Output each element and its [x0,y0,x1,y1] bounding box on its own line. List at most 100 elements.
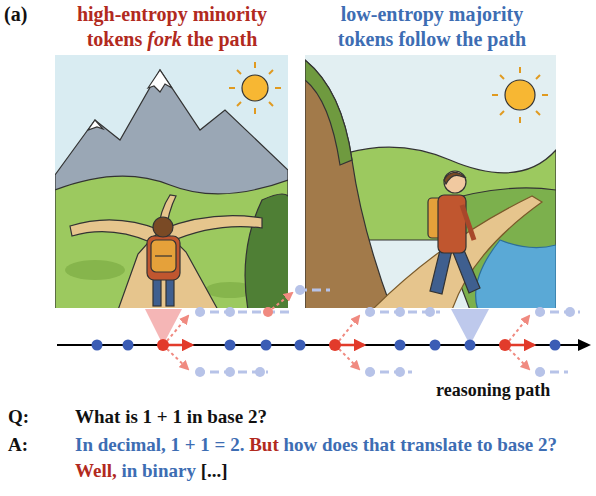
heading-line: tokensfork the path [22,27,322,51]
branch-paths [395,307,405,317]
reasoning-axis [578,339,591,351]
heading-text: high-entropy minority [77,3,267,25]
branch-paths [263,307,273,317]
fork-picture [155,255,172,256]
token-dots [329,339,341,351]
follow-picture [438,195,466,253]
token-dots [295,340,306,351]
follow-picture [500,111,504,115]
token-dots [157,339,511,351]
token-dots [465,340,476,351]
token-dots [499,339,511,351]
branch-paths [535,307,545,317]
branch-paths [225,367,235,377]
branch-paths [295,285,305,295]
panel-tag: (a) [4,2,27,26]
token-dots [430,340,441,351]
fork-picture [242,75,268,101]
token-dots [157,339,169,351]
follow-picture [305,55,556,308]
panel-letter: (a) [4,3,27,25]
fork-picture [269,102,273,106]
token-dots [92,339,561,351]
branch-paths [535,367,545,377]
answer-text: Well, [75,460,117,481]
fork-picture [70,220,160,242]
heading-text: the path [187,28,258,50]
token-dots [92,340,103,351]
follow-picture [536,111,540,115]
follow-picture [452,250,480,293]
follow-picture [462,205,474,240]
answer-text: In decimal, 1 + 1 = 2. [75,434,244,455]
branch-paths [339,316,359,341]
fork-picture [151,240,176,272]
fork-picture [153,217,173,237]
answer-text: in binary [121,460,195,481]
branch-paths [365,307,375,317]
token-dots [123,340,134,351]
branch-paths [195,367,205,377]
follow-picture [430,250,452,294]
branch-paths [225,307,235,317]
fork-picture [55,55,288,308]
fork-picture [275,87,281,89]
token-dots [92,340,561,351]
fork-picture [148,70,172,92]
branch-paths [425,307,435,317]
question-text: What is 1 + 1 in base 2? [75,406,267,427]
branch-paths [196,290,580,372]
heading-line: high-entropy minority [22,2,322,26]
fork-picture [269,70,273,74]
branch-paths [196,311,290,314]
fork-picture [229,87,235,89]
branch-paths [339,349,359,369]
answer-row: In decimal, 1 + 1 = 2.Buthow does that t… [75,432,575,484]
fork-picture [229,62,281,114]
follow-picture [505,80,535,110]
follow-picture [542,94,548,96]
heading-line: tokens follow the path [282,27,582,51]
branch-paths [168,344,192,347]
branch-paths [195,307,205,317]
follow-picture [444,172,466,184]
token-dots [225,340,236,351]
axis-caption: reasoning path [436,379,550,401]
token-dots [395,340,406,351]
follow-picture [372,196,542,308]
branch-paths [509,349,529,369]
branch-paths [167,316,188,341]
branch-paths [565,307,575,317]
branch-paths [255,367,265,377]
heading-text: fork [147,28,181,50]
branch-paths [340,344,364,347]
answer-text: how does that translate to base 2? [284,434,557,455]
question-row: Q: [8,404,29,430]
follow-picture [536,75,540,79]
branch-paths [195,285,575,377]
branch-paths [167,285,580,377]
answer-row: A: [8,432,28,458]
follow-picture [500,75,504,79]
follow-picture [519,117,521,123]
heading-line: low-entropy majority [282,2,582,26]
branch-paths [168,344,534,347]
follow-picture [444,171,466,193]
follow-picture [305,60,392,308]
branch-paths [167,349,188,369]
heading-text: tokens [87,28,143,50]
heading-text: low-entropy majority [341,3,523,25]
heading-text: tokens follow the path [338,28,526,50]
token-dots [261,340,272,351]
branch-paths [167,293,529,369]
fork-picture [88,120,103,130]
token-dots [550,340,561,351]
fork-picture [118,236,218,308]
fork-picture [237,102,241,106]
fork-picture [254,108,256,114]
follow-picture [305,60,352,165]
question-row: What is 1 + 1 in base 2? [75,404,267,430]
answer-text: But [249,434,279,455]
fork-picture [147,236,180,280]
answer-marker: A: [8,434,28,455]
